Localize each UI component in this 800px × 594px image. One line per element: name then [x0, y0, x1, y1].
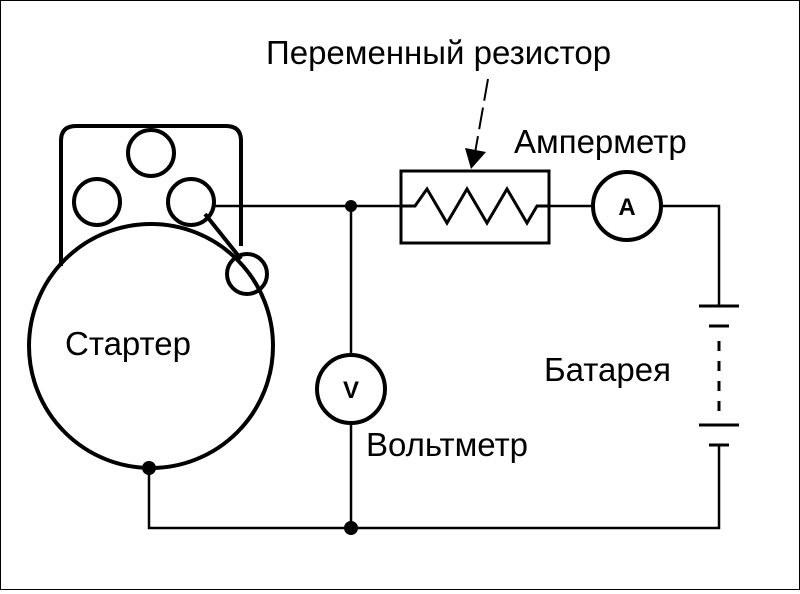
ammeter-symbol — [591, 170, 663, 242]
battery-label: Батарея — [544, 351, 671, 388]
voltmeter-letter: V — [343, 377, 359, 404]
resistor-label: Переменный резистор — [266, 34, 611, 71]
starter-label: Стартер — [65, 325, 191, 362]
voltmeter-symbol — [315, 353, 387, 425]
wire-ammeter-to-battery — [661, 204, 721, 306]
starter-terminal-top — [126, 128, 176, 178]
starter-internal-wire — [203, 212, 243, 261]
variable-resistor — [399, 169, 551, 245]
starter-terminal-left — [72, 177, 122, 227]
starter-housing — [59, 124, 243, 266]
resistor-pointer-line — [474, 78, 489, 154]
junction-bottom — [344, 521, 358, 535]
starter-solenoid-terminal — [225, 252, 269, 296]
junction-top — [345, 200, 357, 212]
ammeter-letter: A — [618, 194, 635, 221]
wire-battery-to-bottom — [147, 445, 721, 530]
resistor-zigzag — [401, 186, 549, 226]
ammeter-label: Амперметр — [514, 123, 687, 160]
resistor-pointer-arrowhead — [465, 148, 486, 169]
starter-terminal-right — [166, 177, 216, 227]
voltmeter-label: Вольтметр — [366, 426, 528, 463]
junction-starter-ground — [142, 461, 156, 475]
